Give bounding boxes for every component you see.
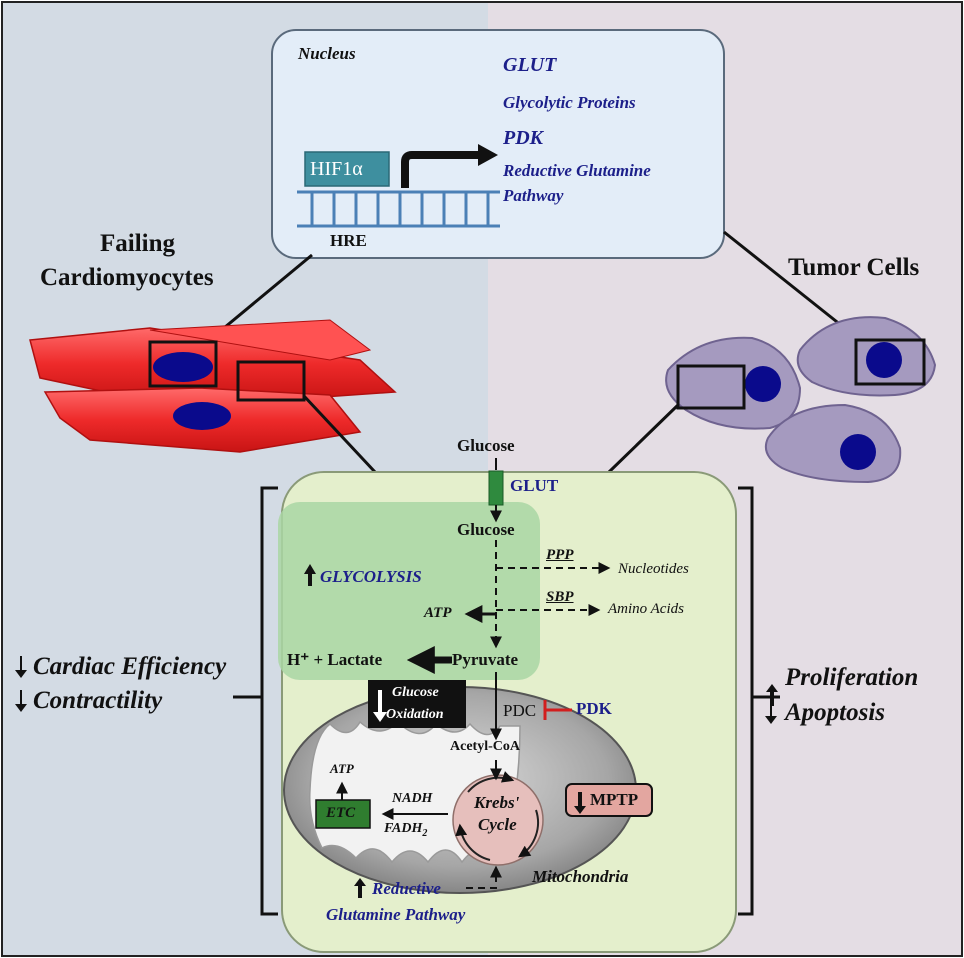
amino-acids-label: Amino Acids [608, 601, 684, 617]
fadh-label: FADH2 [384, 822, 427, 839]
reductive-label-line2: Glutamine Pathway [326, 905, 466, 924]
pyruvate-label: Pyruvate [452, 650, 519, 669]
tumor-cells [665, 316, 937, 484]
ppp-label: PPP [546, 547, 574, 563]
nucleus-zoom-box-right [854, 338, 926, 386]
glucose-oxidation-line2: Oxidation [386, 707, 444, 722]
pdc-label: PDC [503, 701, 537, 720]
etc-label: ETC [326, 805, 356, 821]
target-glycolytic-proteins: Glycolytic Proteins [503, 93, 636, 112]
nadh-label: NADH [392, 791, 433, 806]
fadh-subscript: 2 [422, 827, 428, 839]
fadh-text: FADH [384, 821, 423, 836]
krebs-arrow-1 [467, 771, 515, 793]
cytoplasm-zoom-box-left [236, 360, 306, 402]
transcription-arrow [401, 151, 480, 188]
apoptosis-label: Apoptosis [785, 699, 886, 726]
transcription-arrowhead [478, 144, 498, 166]
connector-left-cell [302, 394, 377, 474]
krebs-arrow-2 [517, 809, 539, 858]
target-reductive-glutamine: Reductive Glutamine [503, 161, 651, 180]
lactate-label: H⁺ + Lactate [287, 650, 383, 669]
krebs-label-line1: Krebs' [474, 793, 520, 812]
hif1a-label: HIF1α [310, 158, 363, 180]
atp-glycolysis-label: ATP [424, 605, 452, 621]
acetyl-coa-label: Acetyl-CoA [450, 739, 520, 754]
nucleus-label: Nucleus [298, 44, 356, 63]
failing-title-line1: Failing [100, 230, 176, 257]
right-bracket [738, 486, 754, 916]
target-glut: GLUT [503, 54, 557, 76]
glucose-oxidation-box [368, 680, 466, 728]
mptp-box [565, 783, 653, 817]
mito-atp-label: ATP [330, 761, 354, 776]
reductive-label-line1: Reductive [372, 879, 441, 898]
dna-rungs [310, 192, 490, 226]
glycolysis-zone [278, 502, 540, 680]
glucose-intracellular-label: Glucose [457, 520, 515, 539]
glucose-oxidation-line1: Glucose [392, 685, 439, 700]
target-pdk: PDK [503, 127, 543, 149]
etc-box [315, 799, 371, 829]
nucleus-zoom-box-left [148, 340, 218, 388]
krebs-arrow-3 [455, 823, 491, 861]
cardiac-efficiency-label: Cardiac Efficiency [33, 653, 227, 680]
glycolysis-label: GLYCOLYSIS [320, 567, 422, 586]
regulation-arrows [15, 564, 778, 898]
left-bracket [260, 486, 278, 916]
tumor-cells-title: Tumor Cells [788, 254, 920, 281]
mptp-label: MPTP [590, 790, 639, 809]
target-pathway: Pathway [503, 186, 564, 205]
nucleotides-label: Nucleotides [618, 561, 689, 577]
sbp-label: SBP [546, 589, 574, 605]
hif1a-box [304, 151, 390, 187]
hre-label: HRE [330, 231, 367, 250]
pdk-label: PDK [576, 699, 612, 718]
mitochondria-label: Mitochondria [532, 867, 629, 886]
nucleus-box [271, 29, 725, 259]
glut-label: GLUT [510, 476, 559, 495]
glucose-extracellular-label: Glucose [457, 436, 515, 455]
proliferation-label: Proliferation [785, 664, 919, 691]
connector-right-cell [607, 403, 680, 474]
contractility-label: Contractility [33, 687, 163, 714]
failing-title-line2: Cardiomyocytes [40, 264, 214, 291]
cytoplasm-zoom-box-right [676, 364, 746, 410]
krebs-label-line2: Cycle [478, 815, 517, 834]
glut-transporter [488, 470, 504, 506]
reductive-glutamine-arrow [466, 865, 502, 889]
